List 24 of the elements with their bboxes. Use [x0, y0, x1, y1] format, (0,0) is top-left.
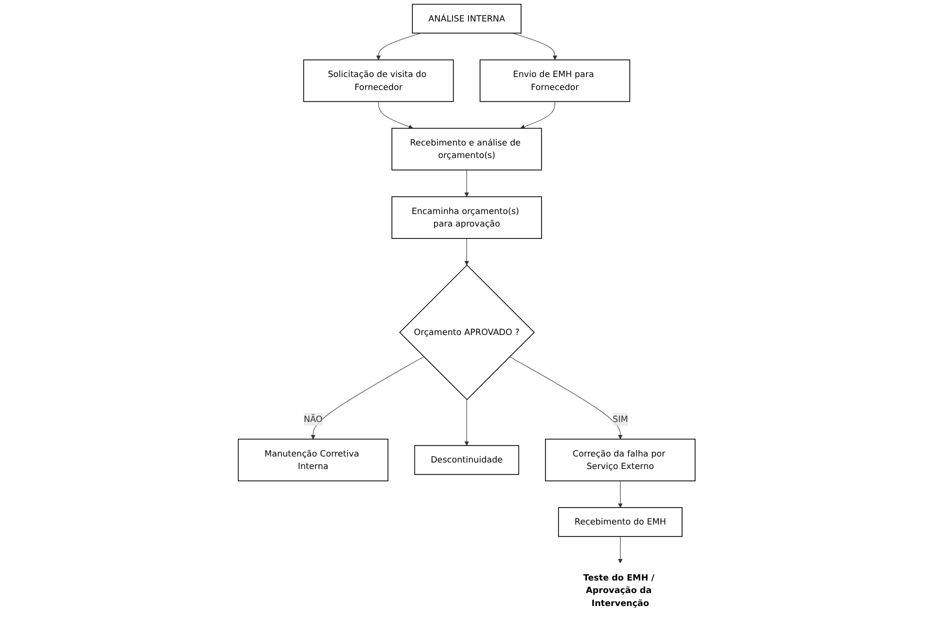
node-box: Solicitação de visita do Fornecedor — [303, 59, 454, 102]
arrow — [520, 101, 555, 129]
node-text: Teste do EMH / Aprovação da Intervenção — [583, 572, 654, 608]
arrow — [464, 238, 469, 266]
arrow — [618, 536, 622, 564]
arrow — [378, 101, 413, 129]
arrow — [376, 32, 421, 60]
node-box: Recebimento e análise de orçamento(s) — [391, 128, 542, 170]
arrow — [509, 356, 622, 440]
edge-label: NÃO — [303, 414, 322, 424]
node-box: Manutenção Corretiva Interna — [238, 438, 388, 482]
node-box: Recebimento do EMH — [558, 507, 682, 537]
node-box: Encaminha orçamento(s) para aprovação — [391, 196, 542, 239]
node-box: ANÁLISE INTERNA — [412, 4, 522, 34]
arrow — [310, 356, 424, 440]
node-box: Envio de EMH para Fornecedor — [479, 59, 630, 102]
arrow — [464, 399, 469, 446]
arrow — [618, 480, 622, 508]
edge-label: SIM — [612, 414, 628, 424]
node-box: Descontinuidade — [414, 445, 519, 475]
node-diamond: Orçamento APROVADO ? — [398, 264, 535, 400]
arrow — [512, 32, 558, 60]
node-box: Correção da falha por Serviço Externo — [544, 438, 696, 482]
arrow — [464, 170, 469, 197]
